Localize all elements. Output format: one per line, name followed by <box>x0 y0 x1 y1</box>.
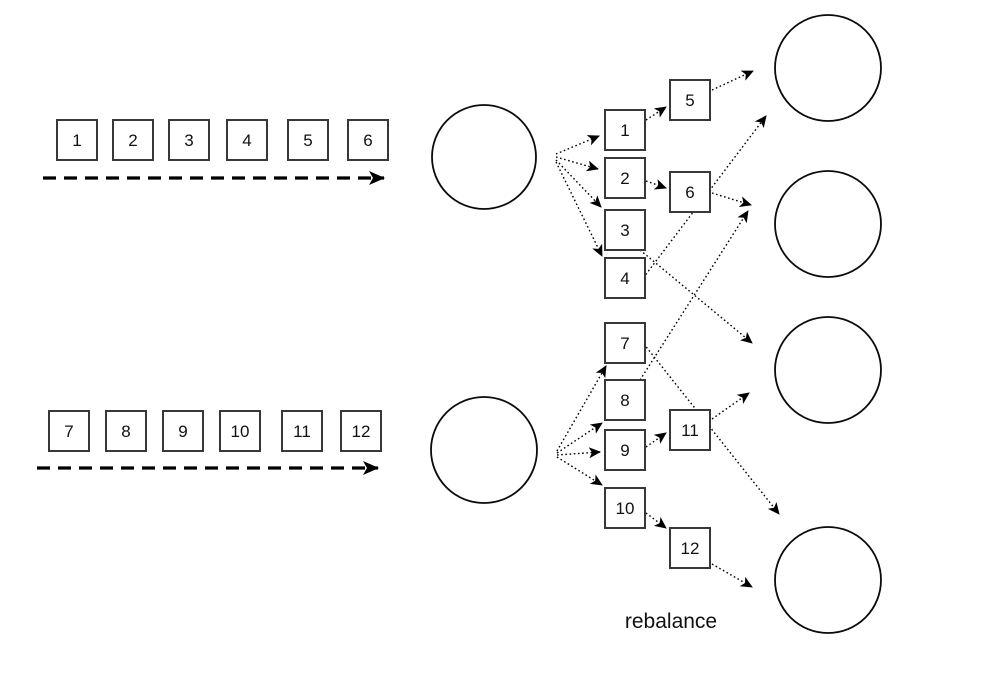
repartition-box-12 <box>669 527 711 569</box>
dotted-edge-source-top-to-box-4 <box>555 161 603 257</box>
repartition-box-6 <box>669 171 711 213</box>
stream-bottom-message-box-9-label: 9 <box>178 422 187 441</box>
stream-top-message-box-4-label: 4 <box>242 131 251 150</box>
stream-bottom-message-box-8 <box>105 410 147 452</box>
stream-top-message-box-5-label: 5 <box>303 131 312 150</box>
stream-bottom-message-box-12-label: 12 <box>352 422 371 441</box>
stream-top-message-box-1-label: 1 <box>72 131 81 150</box>
stream-bottom-message-box-8-label: 8 <box>121 422 130 441</box>
repartition-box-3-label: 3 <box>620 221 629 240</box>
stream-top-message-box-3 <box>168 119 210 161</box>
repartition-box-10-label: 10 <box>616 499 635 518</box>
stream-top-message-box-6-label: 6 <box>363 131 372 150</box>
source-circle-top <box>431 104 537 210</box>
stream-bottom-message-box-11 <box>281 410 323 452</box>
repartition-box-9-label: 9 <box>620 441 629 460</box>
dotted-edge-source-bottom-to-box-9 <box>556 447 601 459</box>
dotted-edge-source-bottom-to-box-7 <box>556 365 607 452</box>
repartition-box-8-label: 8 <box>620 391 629 410</box>
repartition-box-2 <box>604 157 646 199</box>
dotted-edge-box-10-to-box-12 <box>645 512 667 529</box>
repartition-box-4-label: 4 <box>620 269 629 288</box>
repartition-box-5-label: 5 <box>685 91 694 110</box>
stream-top-message-box-2-label: 2 <box>128 131 137 150</box>
repartition-box-5 <box>669 79 711 121</box>
stream-bottom-message-box-10-label: 10 <box>231 422 250 441</box>
dotted-edge-source-top-to-box-2 <box>555 156 599 172</box>
stream-bottom-message-box-11-label: 11 <box>293 422 311 441</box>
source-circle-bottom <box>430 396 538 504</box>
stream-bottom-message-box-7-label: 7 <box>64 422 73 441</box>
dotted-edge-box-5-to-target-circle-1 <box>711 70 754 91</box>
repartition-box-1-label: 1 <box>620 121 629 140</box>
dotted-edge-box-2-to-box-6 <box>645 179 667 190</box>
edges-layer <box>37 70 780 588</box>
repartition-box-7 <box>604 322 646 364</box>
target-circle-2 <box>774 170 882 278</box>
repartition-box-2-label: 2 <box>620 169 629 188</box>
stream-top-message-box-4 <box>226 119 268 161</box>
repartition-box-11-label: 11 <box>681 421 699 440</box>
stream-top-message-box-6 <box>347 119 389 161</box>
target-circle-3 <box>774 316 882 424</box>
repartition-box-3 <box>604 209 646 251</box>
dotted-edge-box-7-to-target-circle-4 <box>627 323 780 515</box>
stream-bottom-message-box-12 <box>340 410 382 452</box>
dotted-edge-box-12-to-target-circle-4 <box>711 563 753 588</box>
repartition-box-10 <box>604 487 646 529</box>
dotted-edge-box-9-to-box-11 <box>645 432 667 448</box>
dotted-edge-box-8-to-target-circle-2 <box>639 210 749 381</box>
target-circle-1 <box>774 14 882 122</box>
repartition-box-12-label: 12 <box>681 539 700 558</box>
stream-bottom-message-box-10 <box>219 410 261 452</box>
dotted-edge-box-6-to-target-circle-2 <box>711 192 752 208</box>
dotted-edge-box-1-to-box-5 <box>645 106 667 121</box>
stream-top-message-box-5 <box>287 119 329 161</box>
stream-bottom-message-box-7 <box>48 410 90 452</box>
repartition-box-4 <box>604 257 646 299</box>
target-circle-4 <box>774 526 882 634</box>
dotted-edge-source-bottom-to-box-10 <box>556 456 603 486</box>
repartition-box-8 <box>604 379 646 421</box>
rebalance-label: rebalance <box>625 610 717 633</box>
repartition-box-9 <box>604 429 646 471</box>
stream-top-message-box-1 <box>56 119 98 161</box>
dotted-edge-source-top-to-box-3 <box>555 159 602 208</box>
repartition-box-6-label: 6 <box>685 183 694 202</box>
repartition-box-1 <box>604 109 646 151</box>
stream-top-message-box-3-label: 3 <box>184 131 193 150</box>
dotted-edge-source-top-to-box-1 <box>555 135 600 155</box>
dotted-edge-box-11-to-target-circle-3 <box>711 392 750 420</box>
dotted-edge-box-3-to-target-circle-3 <box>639 249 753 344</box>
repartition-box-7-label: 7 <box>620 334 629 353</box>
stream-top-message-box-2 <box>112 119 154 161</box>
stream-bottom-message-box-9 <box>162 410 204 452</box>
repartition-box-11 <box>669 409 711 451</box>
dotted-edge-source-bottom-to-box-8 <box>556 422 603 454</box>
